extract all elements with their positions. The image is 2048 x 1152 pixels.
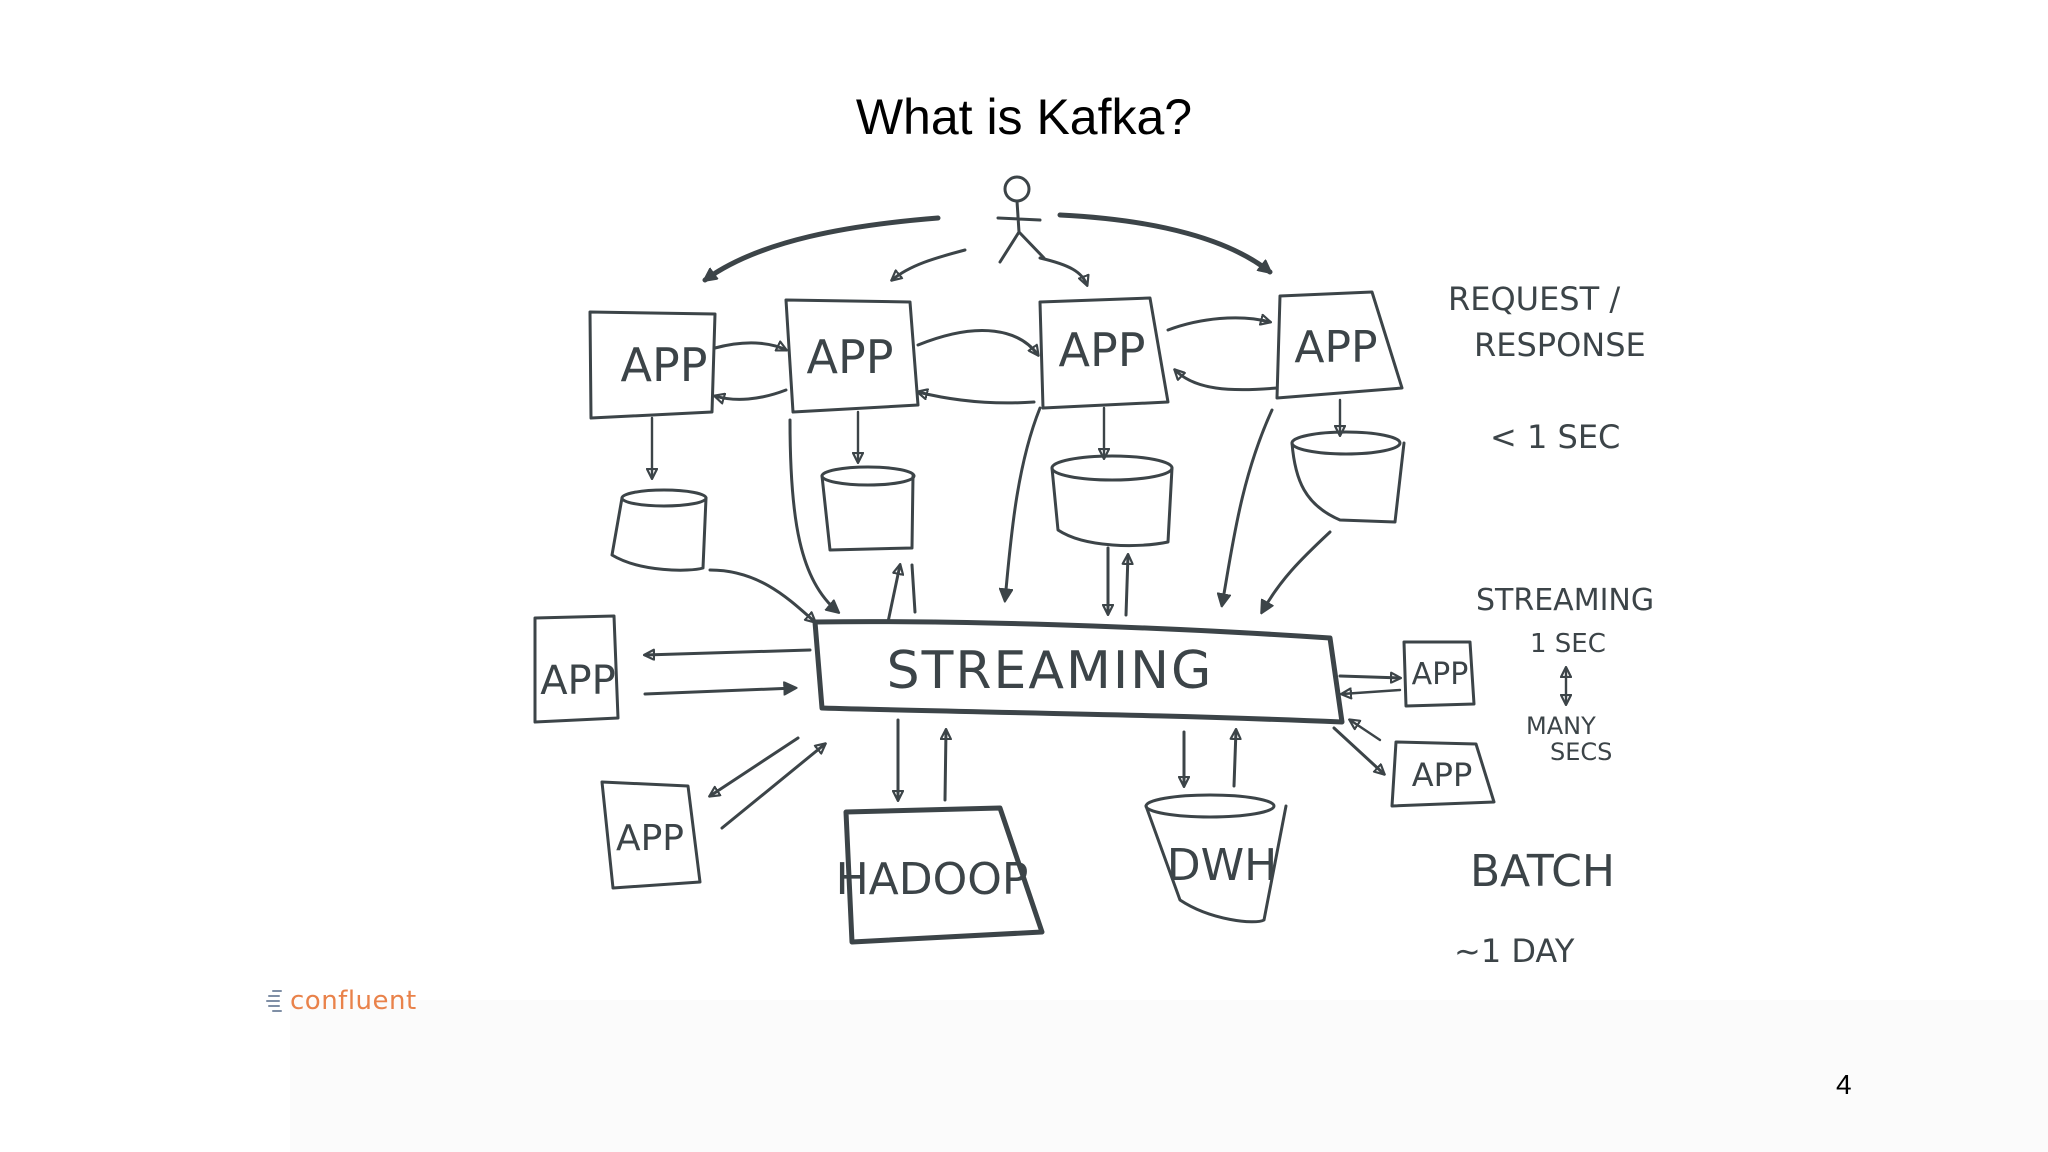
- slide-background-band: [290, 1000, 2048, 1152]
- left-app-to-streaming-arrow: [643, 688, 795, 696]
- app3-app4-request-arrow: [1166, 318, 1270, 332]
- confluent-logo-text: confluent: [290, 986, 417, 1016]
- app-label-2: APP: [807, 330, 894, 384]
- confluent-logo: confluent: [266, 983, 417, 1019]
- app-box-2: [784, 298, 920, 414]
- streaming-to-left-app-arrow: [645, 648, 812, 655]
- app3-to-streaming-arrow: [1005, 406, 1042, 600]
- database-3-icon: [1050, 406, 1174, 548]
- page-number: 4: [1836, 1069, 1852, 1100]
- app-box-4: [1275, 290, 1404, 400]
- dwh-to-streaming-arrow: [1234, 730, 1236, 788]
- app-label-1: APP: [621, 338, 708, 392]
- streaming-to-right-app-arrow: [1338, 676, 1400, 678]
- app-label-right: APP: [1412, 657, 1469, 692]
- dwh-database-icon: [1144, 793, 1288, 924]
- streaming-hub: [812, 619, 1345, 725]
- app3-app2-response-arrow: [918, 392, 1036, 405]
- user-to-app3-arrow: [1038, 256, 1087, 285]
- app-label-left: APP: [540, 658, 616, 704]
- database-1-icon: [610, 416, 708, 572]
- hadoop-to-streaming-arrow: [945, 730, 946, 802]
- app-label-3: APP: [1059, 323, 1146, 377]
- streaming-to-lower-right-app-arrow: [1332, 726, 1384, 774]
- hadoop-label: HADOOP: [836, 854, 1029, 905]
- app4-app3-response-arrow: [1175, 370, 1279, 392]
- app-box-lower-right: [1390, 740, 1496, 808]
- note-request: REQUEST /: [1448, 280, 1620, 318]
- app4-to-streaming-arrow: [1222, 408, 1274, 605]
- app-label-lower-right: APP: [1412, 756, 1472, 794]
- streaming-to-db2-arrow: [886, 565, 900, 624]
- user-to-app2-arrow: [892, 248, 967, 280]
- user-to-app1-arrow: [705, 215, 941, 283]
- dwh-label: DWH: [1167, 840, 1277, 891]
- db2-to-streaming-arrow: [910, 563, 917, 614]
- slide-title: What is Kafka?: [855, 89, 1193, 145]
- app-box-right: [1402, 640, 1476, 708]
- database-2-icon: [820, 410, 916, 552]
- streaming-to-db3-arrow: [1126, 555, 1128, 617]
- app-label-4: APP: [1294, 322, 1377, 373]
- streaming-to-lower-left-app-arrow: [710, 736, 800, 796]
- note-response: RESPONSE: [1474, 326, 1646, 364]
- lower-left-app-to-streaming-arrow: [720, 744, 825, 830]
- app-box-3: [1038, 296, 1170, 410]
- user-figure-icon: [996, 175, 1046, 264]
- note-streaming-low: 1 SEC: [1530, 629, 1606, 659]
- app-box-lower-left: [600, 780, 702, 890]
- app1-app2-request-arrow: [713, 343, 786, 350]
- app-box-left: [533, 614, 620, 724]
- user-to-app4-arrow: [1057, 212, 1270, 275]
- confluent-mark-icon: [266, 986, 286, 1016]
- database-4-icon: [1290, 398, 1406, 524]
- lower-right-app-to-streaming-arrow: [1350, 720, 1382, 742]
- app-label-lower-left: APP: [616, 818, 684, 859]
- note-many: MANY: [1526, 712, 1596, 740]
- note-request-latency: < 1 SEC: [1490, 418, 1620, 456]
- db4-to-streaming-arrow: [1262, 530, 1332, 612]
- app2-to-streaming-arrow: [788, 418, 838, 612]
- right-app-to-streaming-arrow: [1342, 690, 1402, 694]
- app2-app3-request-arrow: [916, 329, 1038, 355]
- note-secs: SECS: [1550, 738, 1612, 766]
- note-batch-latency: ~1 DAY: [1454, 932, 1575, 970]
- db1-to-streaming-arrow: [708, 568, 815, 622]
- app2-app1-response-arrow: [715, 388, 788, 399]
- note-batch: BATCH: [1470, 846, 1615, 897]
- hadoop-box: [843, 805, 1045, 945]
- note-streaming: STREAMING: [1476, 583, 1654, 618]
- app-box-1: [588, 310, 717, 420]
- streaming-label: STREAMING: [887, 641, 1214, 701]
